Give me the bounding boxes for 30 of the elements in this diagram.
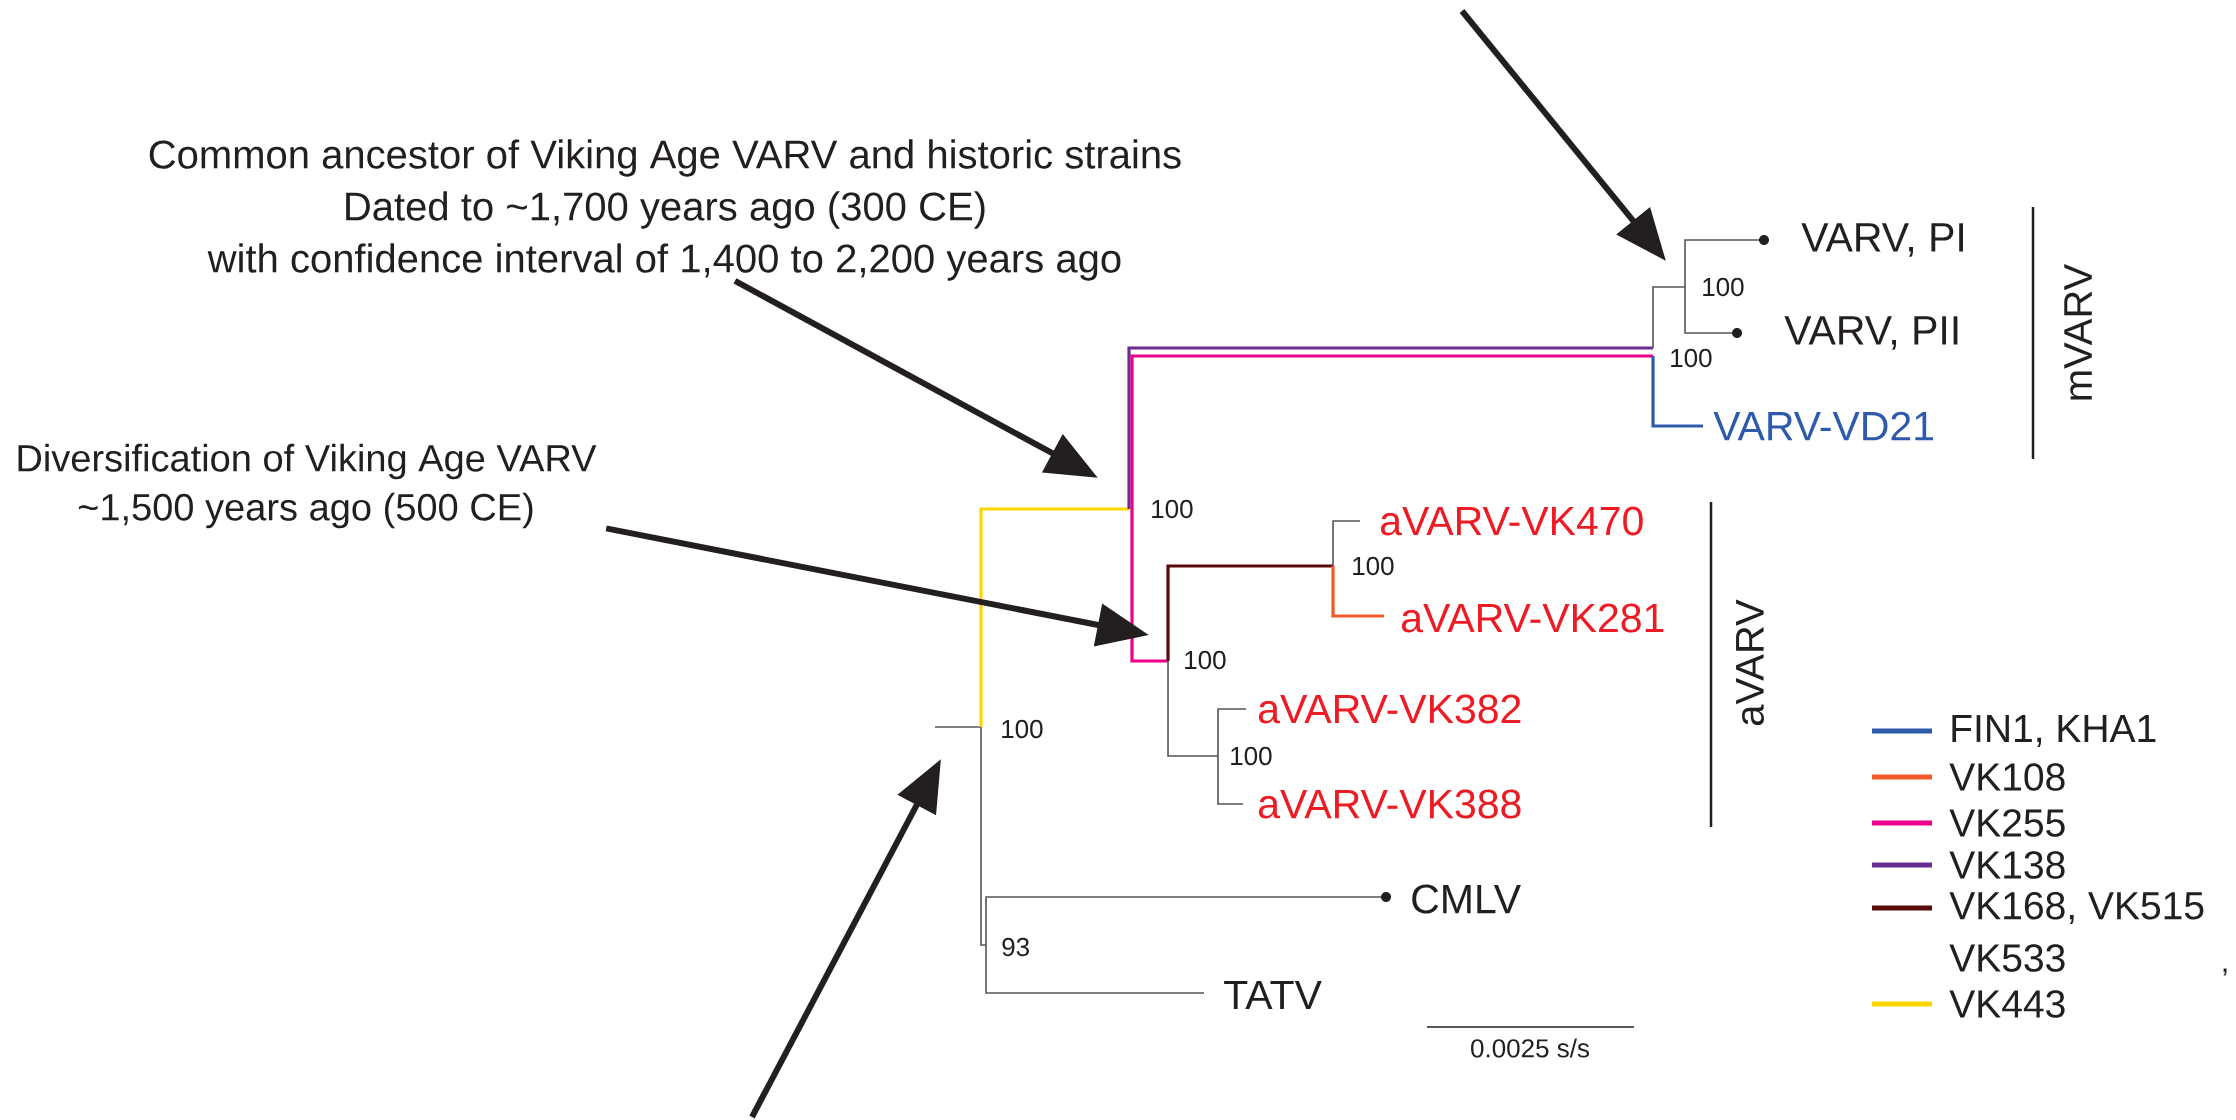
legend-label: VK533 <box>1949 944 2065 972</box>
leaf-label: aVARV-VK281 <box>1401 603 1664 633</box>
annotation-text: Diversification of Viking Age VARV ~1,500 years ago (500 CE) <box>18 443 597 529</box>
bootstrap-value: 100 <box>1002 719 1043 739</box>
bootstrap-value: 100 <box>1231 746 1272 766</box>
leaf-label: VARV, PII <box>1784 316 1958 350</box>
clade-label: mVARV <box>2064 263 2092 400</box>
legend-label: VK108 <box>1949 763 2065 791</box>
bootstrap-value: 93 <box>1002 937 1029 957</box>
scale-label: 0.0025 s/s <box>1471 1038 1590 1058</box>
legend-label: FIN1, KHA1 <box>1952 715 2156 747</box>
bootstrap-value: 100 <box>1671 348 1712 368</box>
legend-label: VK255 <box>1949 809 2065 837</box>
legend-label: VK138 <box>1949 851 2065 879</box>
leaf-label: aVARV-VK382 <box>1258 694 1521 724</box>
bootstrap-value: 100 <box>1353 556 1394 576</box>
bootstrap-value: 100 <box>1185 650 1226 670</box>
leaf-label: VARV-VD21 <box>1713 411 1934 441</box>
leaf-label: CMLV <box>1412 884 1521 914</box>
bootstrap-value: 100 <box>1152 499 1193 519</box>
legend-label: VK443 <box>1949 990 2065 1018</box>
leaf-label: aVARV-VK388 <box>1258 789 1521 819</box>
legend-label: VK168, VK515 <box>1949 891 2204 925</box>
clade-label: aVARV <box>1736 599 1764 726</box>
annotation-text: Common ancestor of Viking Age VARV and historic strains Dated to ~1,700 years ago (300 CE) with confidence interval of 1,400 to 2,200 years ago <box>149 139 1181 281</box>
bootstrap-value: 100 <box>1703 277 1744 297</box>
stray-mark: , <box>2223 968 2227 976</box>
leaf-label: VARV, PI <box>1801 223 1964 257</box>
leaf-label: aVARV-VK470 <box>1380 506 1643 536</box>
leaf-label: TATV <box>1224 980 1322 1010</box>
